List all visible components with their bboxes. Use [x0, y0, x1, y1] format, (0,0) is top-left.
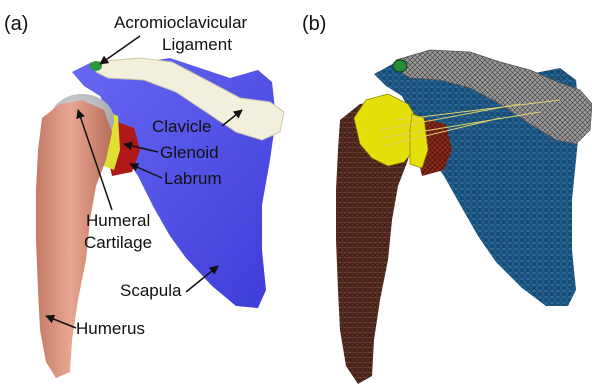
panel-a-label: (a)	[4, 13, 28, 35]
labrum-label: Labrum	[164, 169, 222, 188]
acromioclavicular-label-line2: Ligament	[162, 35, 232, 54]
panel-b: (b)	[302, 13, 592, 384]
acromioclavicular-label-line1: Acromioclavicular	[114, 13, 248, 32]
scapula-label: Scapula	[120, 281, 182, 300]
mesh-ligament-shape	[393, 60, 407, 72]
acromioclavicular-ligament-shape	[90, 61, 102, 71]
humerus-label: Humerus	[76, 319, 145, 338]
humeral-cartilage-label-line2: Cartilage	[84, 233, 152, 252]
humeral-cartilage-label-line1: Humeral	[86, 211, 150, 230]
glenoid-label: Glenoid	[160, 143, 219, 162]
panel-b-label: (b)	[302, 13, 326, 35]
panel-a: (a) Acromioclavicular Ligament Clavicle …	[4, 13, 284, 378]
clavicle-label: Clavicle	[152, 117, 212, 136]
